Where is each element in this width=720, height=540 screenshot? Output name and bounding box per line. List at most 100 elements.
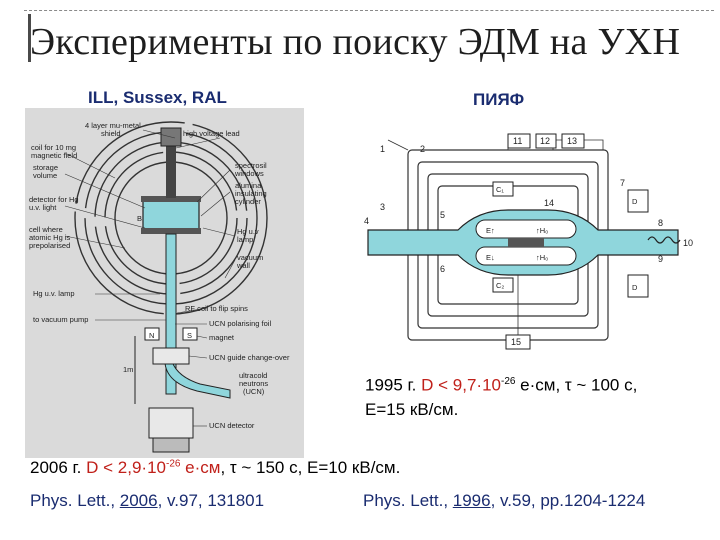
result-1995-exponent: -26: [500, 376, 516, 387]
num-13: 13: [567, 136, 577, 146]
reference-2006-suffix: , v.97, 131801: [157, 491, 265, 510]
reference-2006-prefix: Phys. Lett.,: [30, 491, 120, 510]
box-13: [561, 133, 585, 149]
ucn-foil-label: UCN polarising foil: [209, 319, 271, 328]
shield-label: 4 layer mu-metal: [85, 121, 141, 130]
ill-apparatus-diagram: N S 1m 4 layer mu-metal shield high volt…: [25, 108, 304, 458]
detector-label-2: u.v. light: [29, 203, 57, 212]
spectrosil-label-2: windows: [234, 169, 264, 178]
h0-bottom-mark: ↑H₀: [536, 253, 548, 262]
reference-1996-suffix: , v.59, pp.1204-1224: [490, 491, 646, 510]
alumina-label-3: cylinder: [235, 197, 261, 206]
storage-label-2: volume: [33, 171, 57, 180]
reference-1996-year: 1996: [452, 491, 491, 510]
num-6: 6: [440, 264, 445, 274]
e-up-mark: E↑: [486, 226, 495, 235]
cell-label-3: prepolarised: [29, 241, 70, 250]
cell-label-2: atomic Hg is: [29, 233, 71, 242]
box-11: [507, 133, 531, 149]
ultracold-label: ultracold: [239, 371, 267, 380]
num-12: 12: [540, 136, 550, 146]
coil-9: [647, 236, 681, 244]
coil-label-2: magnetic field: [31, 151, 77, 160]
electrode-mark: B: [137, 214, 142, 223]
title-divider: [24, 10, 714, 11]
detector-bottom: [627, 274, 649, 298]
result-1995-field: E=15 кВ/см.: [365, 399, 459, 419]
result-1995-tau: τ ~ 100 с,: [564, 375, 638, 395]
slide-title: Эксперименты по поиску ЭДМ на УХН: [30, 21, 681, 63]
box-12: [535, 133, 557, 149]
right-figure-label: ПИЯФ: [473, 90, 525, 109]
spectrosil-label: spectrosil: [235, 161, 267, 170]
magnet-label: magnet: [209, 333, 235, 342]
result-2006-year: 2006 г.: [30, 458, 82, 477]
result-2006-exponent: -26: [165, 458, 181, 470]
vacuum-wall-label: vacuum: [237, 253, 263, 262]
num-3: 3: [380, 202, 385, 212]
hg-uv-lamp-label: Hg u.v. lamp: [33, 289, 75, 298]
magnet-s-label: S: [187, 331, 192, 340]
d-bottom-mark: D: [632, 283, 638, 292]
reference-2006-year: 2006: [119, 491, 158, 510]
central-electrode: [508, 238, 544, 247]
upper-electrode: [141, 196, 201, 202]
storage-volume: [142, 199, 200, 231]
detector-label: detector for Hg: [29, 195, 79, 204]
c1-mark: C₁: [496, 185, 504, 194]
hv-lead-label: high voltage lead: [183, 129, 240, 138]
shield-label-2: shield: [101, 129, 121, 138]
result-1995-unit: e·см,: [515, 375, 565, 395]
reference-2006: Phys. Lett., 2006, v.97, 131801: [30, 491, 264, 511]
coil-label: coil for 10 mg: [31, 143, 76, 152]
num-2: 2: [420, 144, 425, 154]
result-1995-limit: D < 9,7·10: [421, 375, 501, 395]
result-1995-year: 1995 г.: [365, 375, 417, 395]
magnet-n: [144, 327, 160, 341]
num-8: 8: [658, 218, 663, 228]
ultracold-label-2: neutrons: [239, 379, 268, 388]
title-accent-bar: [28, 14, 31, 62]
cell-label: cell where: [29, 225, 63, 234]
result-1995: 1995 г. D < 9,7·10-26 e·см, τ ~ 100 с, E…: [365, 370, 710, 422]
pnpi-apparatus-svg: 11 12 13 E↑ E↓ ↑H₀ ↑H₀ C₁ C₂ D D 15 1 2 …: [364, 133, 693, 350]
vacuum-pump-label: to vacuum pump: [33, 315, 88, 324]
reference-1996: Phys. Lett., 1996, v.59, pp.1204-1224: [363, 491, 645, 511]
result-2006-unit: e·см: [180, 458, 221, 477]
changeover-box: [152, 347, 190, 365]
magnet-n-label: N: [149, 331, 154, 340]
num-1: 1: [380, 144, 385, 154]
ill-annotations: 4 layer mu-metal shield high voltage lea…: [29, 121, 290, 430]
num-11: 11: [513, 136, 522, 146]
num-10: 10: [683, 238, 693, 248]
h0-top-mark: ↑H₀: [536, 226, 548, 235]
pnpi-numbers: 1 2 3 4 5 6 7 8 9 10 14: [364, 144, 693, 274]
d-top-mark: D: [632, 197, 638, 206]
hg-lamp-label-2: lamp: [237, 235, 253, 244]
e-down-mark: E↓: [486, 253, 495, 262]
ucn-inlet: [164, 357, 231, 399]
ucn-guide: [165, 233, 177, 395]
ucn-detector-label: UCN detector: [209, 421, 255, 430]
num-7: 7: [620, 178, 625, 188]
hg-lamp-label: Hg u.v: [237, 227, 259, 236]
result-2006-rest: , τ ~ 150 с, E=10 кВ/см.: [220, 458, 401, 477]
lower-electrode: [141, 228, 201, 234]
rf-coil-label: RF coil to flip spins: [185, 304, 248, 313]
detector-top: [627, 189, 649, 213]
result-2006-limit: D < 2,9·10: [86, 458, 166, 477]
result-2006: 2006 г. D < 2,9·10-26 e·см, τ ~ 150 с, E…: [30, 458, 400, 478]
num-5: 5: [440, 210, 445, 220]
alumina-label: alumina: [235, 181, 262, 190]
ill-apparatus-svg: N S 1m 4 layer mu-metal shield high volt…: [29, 121, 290, 453]
alumina-label-2: insulating: [235, 189, 267, 198]
num-14: 14: [544, 198, 554, 208]
c2-mark: C₂: [496, 281, 504, 290]
ucn-detector-box: [148, 407, 194, 439]
num-9: 9: [658, 254, 663, 264]
left-figure-label: ILL, Sussex, RAL: [88, 88, 227, 107]
num-15: 15: [511, 337, 521, 347]
ultracold-label-3: (UCN): [243, 387, 265, 396]
reference-1996-prefix: Phys. Lett.,: [363, 491, 453, 510]
vacuum-wall-label-2: wall: [236, 261, 250, 270]
